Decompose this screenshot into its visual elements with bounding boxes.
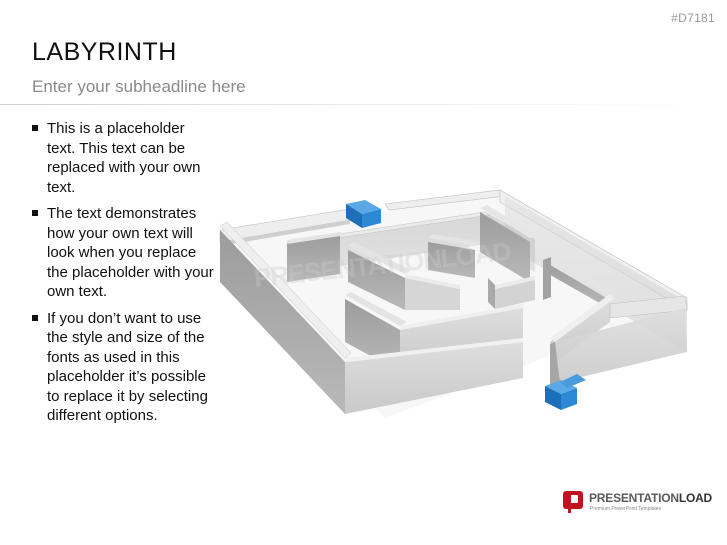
slide-subtitle[interactable]: Enter your subheadline here <box>32 77 246 96</box>
maze-illustration[interactable]: PRESENTATIONLOAD <box>205 182 725 432</box>
slide-id: #D7181 <box>671 11 715 25</box>
bullet-marker-icon <box>32 125 38 131</box>
brand-logo-icon <box>563 491 583 513</box>
bullet-list[interactable]: This is a placeholder text. This text ca… <box>32 119 217 433</box>
brand-logo: PRESENTATIONLOAD Premium PowerPoint Temp… <box>563 489 713 515</box>
bullet-item: This is a placeholder text. This text ca… <box>32 119 217 197</box>
maze-svg: PRESENTATIONLOAD <box>219 189 688 418</box>
bullet-marker-icon <box>32 210 38 216</box>
bullet-text: This is a placeholder text. This text ca… <box>47 120 201 196</box>
brand-name: PRESENTATIONLOAD <box>589 491 713 505</box>
bullet-marker-icon <box>32 314 38 321</box>
bullet-item: The text demonstrates how your own text … <box>32 204 217 302</box>
bullet-item: If you don’t want to use the style and s… <box>32 309 217 426</box>
title-divider <box>0 104 727 105</box>
brand-tagline: Premium PowerPoint Templates <box>590 506 662 512</box>
slide-title[interactable]: LABYRINTH <box>32 38 177 66</box>
bullet-text: If you don’t want to use the style and s… <box>47 309 208 425</box>
start-marker-icon <box>346 200 381 228</box>
end-marker-icon <box>545 374 586 410</box>
maze-walls <box>219 189 688 414</box>
bullet-text: The text demonstrates how your own text … <box>47 205 214 300</box>
